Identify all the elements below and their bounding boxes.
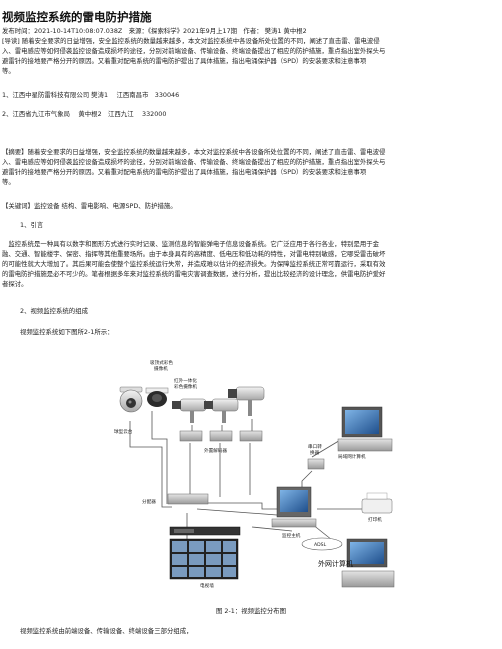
ball-pan-tilt-camera xyxy=(119,386,143,413)
external-decoder xyxy=(179,430,263,442)
body-line: 者探讨。 xyxy=(2,280,28,288)
abstract-lead-line: 入、雷电感应等如何侵袭监控设备造成损坏的途径，分别对前端设备、传输设备、终端设备… xyxy=(2,47,386,55)
ir-camera-label: 彩色摄像机 xyxy=(174,383,197,390)
body-line: 的雷电防护措施是必不可少的。笔者根据多年来对监控系统的雷电灾害调查数据，进行分析… xyxy=(2,270,386,278)
ball-camera-label: 球型云台 xyxy=(114,428,133,435)
ir-camera-label: 红外一体化 xyxy=(174,377,197,384)
printer-label: 打印机 xyxy=(368,516,382,523)
ir-outdoor-camera xyxy=(228,386,265,416)
wan-pc-label: 外网计算机 xyxy=(318,559,353,568)
ir-outdoor-camera xyxy=(204,398,239,423)
ceiling-dome-camera xyxy=(145,387,169,407)
section-2-heading: 2、视频监控系统的组成 xyxy=(20,307,88,315)
body-last-line: 视频监控系统由前端设备、传输设备、终端设备三部分组成， xyxy=(20,627,193,635)
abstract-line: 入、雷电感应等如何侵袭监控设备造成损坏的途径，分别对前端设备、传输设备、终端设备… xyxy=(2,158,386,166)
decoder-label: 外置解码器 xyxy=(204,447,227,454)
adsl-cloud xyxy=(301,537,343,551)
abstract-line: 【摘要】随着安全要求的日益增强，安全监控系统的数量越来越多，本文对监控系统中各设… xyxy=(2,148,386,156)
adsl-label: ADSL xyxy=(314,542,327,548)
tv-wall xyxy=(169,538,239,580)
serial-converter xyxy=(307,458,325,470)
section-2-intro: 视频监控系统如下图所2-1所示： xyxy=(20,328,114,336)
ir-outdoor-camera xyxy=(172,398,207,423)
quad-splitter xyxy=(169,526,241,536)
affiliation-2: 2、江西省九江市气象局 黄中根2 江西九江 332000 xyxy=(2,110,167,118)
wan-computer xyxy=(341,538,395,588)
converter-label: 换器 xyxy=(310,449,320,456)
converter-label: 串口转 xyxy=(308,443,322,450)
abstract-lead-line: 等。 xyxy=(2,67,15,75)
body-line: 监控系统是一种具有以数字和图形方式进行实时记录、监测信息的智能弹电子信息设备系统… xyxy=(2,240,380,248)
surveillance-diagram: 吸顶式彩色 摄像机 红外一体化 彩色摄像机 球型云台 外置解码器 串口转 换器 … xyxy=(114,359,395,589)
figure-caption: 图 2-1：视频监控分布图 xyxy=(216,607,286,615)
abstract-lead-line: 避雷针的接地要严格分开的原因。又着重对配电系统的雷电防护提出了具体措施，指出电涌… xyxy=(2,57,367,65)
section-1-heading: 1、引言 xyxy=(20,221,44,229)
body-line: 融、交通、智能楼宇、保密、指挥等其他重要场所。由于本身具有的高精度、低电压和低功… xyxy=(2,250,386,258)
printer xyxy=(361,492,393,514)
page-title: 视频监控系统的雷电防护措施 xyxy=(2,10,152,24)
abstract-line: 等。 xyxy=(2,178,15,186)
tv-wall-label: 电视墙 xyxy=(200,582,214,589)
lan-computer xyxy=(337,406,393,452)
dome-color-label: 摄像机 xyxy=(154,365,168,372)
cable-lines xyxy=(129,411,362,545)
host-label: 监控主机 xyxy=(282,532,301,539)
publish-meta: 发布时间：2021-10-14T10:08:07.038Z 来源：《探索科学》2… xyxy=(2,27,307,35)
body-line: 的可能性就大大增加了。其后果可能会使整个监控系统运行失常，并造成难以估计的经济损… xyxy=(2,260,386,268)
lan-pc-label: 局域网计算机 xyxy=(338,453,366,460)
affiliation-1: 1、江西中星防雷科技有限公司 樊涛1 江西南昌市 330046 xyxy=(2,91,180,99)
dome-color-label: 吸顶式彩色 xyxy=(150,359,173,366)
abstract-line: 避雷针的接地要严格分开的原因。又着重对配电系统的雷电防护提出了具体措施，指出电涌… xyxy=(2,168,367,176)
abstract-lead-line: [导读] 随着安全要求的日益增强，安全监控系统的数量越来越多，本文对监控系统中各… xyxy=(2,37,380,45)
distributor-label: 分配器 xyxy=(142,498,156,505)
keywords: 【关键词】监控设备 结构、雷电影响、电源SPD、防护措施。 xyxy=(2,202,177,210)
monitoring-host xyxy=(271,486,317,528)
video-distributor xyxy=(167,493,209,505)
